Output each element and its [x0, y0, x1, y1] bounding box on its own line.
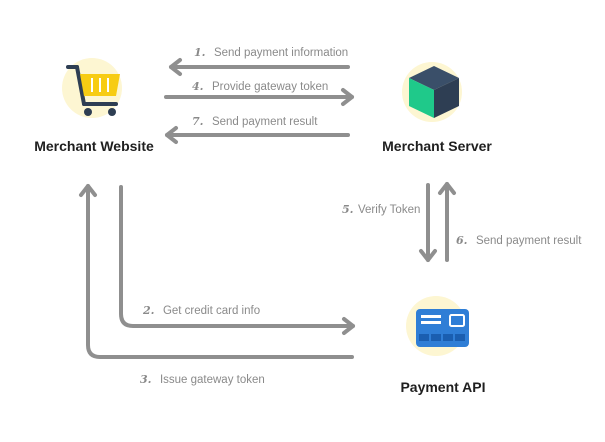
edge-label-3: 3. Issue gateway token [140, 370, 265, 387]
edge-label-2: 2. Get credit card info [142, 301, 260, 318]
edge-number-6: 6. [456, 234, 468, 247]
shopping-cart-icon [66, 65, 120, 116]
edge-text-4: Provide gateway token [212, 81, 328, 93]
edge-label-5: 5. Verify Token [342, 200, 420, 217]
edge-text-2: Get credit card info [163, 305, 260, 317]
server-cube-icon [409, 66, 459, 118]
edge-number-1: 1. [194, 46, 206, 59]
arrow-step-3 [79, 184, 354, 359]
credit-card-icon [416, 309, 469, 347]
arrow-step-4 [164, 88, 354, 106]
edge-number-2: 2. [142, 304, 155, 317]
arrow-step-1 [169, 58, 350, 76]
merchant-website-label: Merchant Website [34, 138, 154, 154]
arrow-step-2 [119, 185, 355, 335]
edge-number-5: 5. [342, 203, 354, 216]
arrow-step-6 [438, 182, 456, 262]
edge-label-4: 4. Provide gateway token [192, 77, 328, 94]
edge-text-3: Issue gateway token [160, 374, 265, 386]
merchant-server-node: Merchant Server [382, 62, 492, 154]
edge-text-1: Send payment information [214, 47, 348, 59]
edge-text-5: Verify Token [358, 204, 420, 216]
edge-label-1: 1. Send payment information [194, 43, 348, 60]
edge-text-7: Send payment result [212, 116, 318, 128]
edge-number-4: 4. [192, 80, 204, 93]
edge-number-3: 3. [140, 373, 152, 386]
merchant-server-label: Merchant Server [382, 138, 492, 154]
arrow-step-7 [165, 126, 350, 144]
edge-label-6: 6. Send payment result [456, 231, 582, 248]
edge-text-6: Send payment result [476, 235, 582, 247]
payment-api-node: Payment API [400, 296, 486, 395]
arrow-step-5 [419, 183, 437, 262]
merchant-website-node: Merchant Website [34, 58, 154, 154]
payment-api-label: Payment API [400, 379, 485, 395]
edge-label-7: 7. Send payment result [192, 112, 318, 129]
edge-number-7: 7. [192, 115, 204, 128]
